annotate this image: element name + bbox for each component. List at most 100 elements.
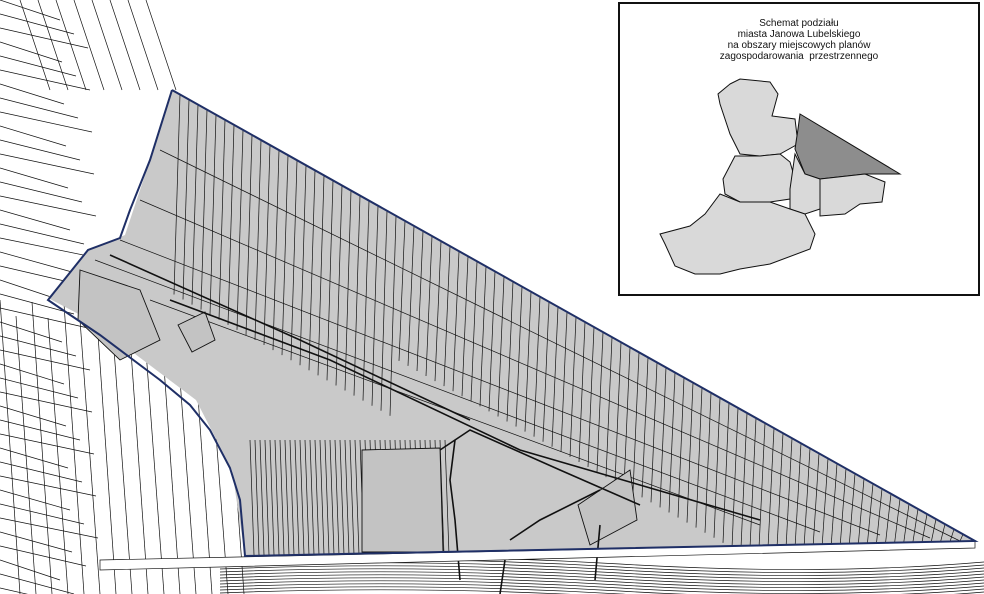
outside-parcel-line (0, 139, 81, 161)
parcel-cut-line (344, 190, 352, 391)
outside-parcel-line (0, 237, 99, 259)
parcel-cut-line (740, 412, 748, 549)
outside-parcel-line (0, 433, 95, 455)
parcel-cut-line (227, 124, 235, 325)
residential-parcel-line (329, 439, 335, 556)
residential-parcel-line (319, 439, 325, 556)
parcel-cut-line (596, 332, 604, 473)
parcel-cut-line (182, 99, 190, 300)
outside-parcel-line (0, 447, 69, 469)
parcel-cut-line (263, 145, 271, 346)
residential-parcel-line (354, 439, 360, 556)
contour-line (219, 583, 984, 594)
parcel-cut-line (515, 286, 523, 427)
parcel-cut-line (236, 129, 244, 330)
parcel-band-line (94, 259, 821, 533)
parcel-cut-line (785, 438, 793, 549)
parcel-cut-line (767, 428, 775, 549)
outside-parcel-line (19, 0, 51, 91)
parcel-cut-line (254, 139, 262, 340)
residential-parcel-line (294, 439, 300, 556)
parcel-cut-line (578, 321, 586, 462)
parcel-cut-line (398, 220, 406, 361)
parcel-cut-line (695, 387, 703, 528)
outside-parcel-line (127, 307, 149, 594)
outside-parcel-line (0, 475, 97, 497)
parcel-cut-line (335, 185, 343, 386)
district-southwest (659, 193, 816, 275)
inset-title-line-4: zagospodarowania przestrzennego (719, 51, 879, 62)
parcel-cut-line (380, 210, 388, 411)
parcel-cut-line (713, 397, 721, 538)
district-highlight (794, 113, 902, 180)
parcel-cut-line (533, 296, 541, 437)
parcel-cut-line (434, 241, 442, 382)
parcel-cut-line (569, 316, 577, 457)
parcel-cut-line (722, 402, 730, 543)
parcel-cut-line (839, 468, 847, 549)
outside-parcel-line (31, 301, 53, 594)
outside-parcel-line (111, 321, 133, 594)
residential-parcel-line (264, 439, 270, 556)
outside-parcel-line (0, 69, 91, 91)
outside-parcel-line (91, 0, 123, 91)
outside-parcel-line (0, 97, 79, 119)
residential-parcel-line (274, 439, 280, 556)
parcel-cut-line (371, 205, 379, 406)
parcel-cut-line (191, 104, 199, 305)
parcel-cut-line (407, 225, 415, 366)
parcel-cut-line (623, 347, 631, 488)
parcel-cut-line (326, 180, 334, 381)
outside-parcel-line (0, 419, 81, 441)
outside-parcel-line (0, 363, 65, 385)
parcel-cut-line (632, 352, 640, 493)
parcel-cut-line (299, 165, 307, 366)
inset-title-line-3: na obszary miejscowych planów (727, 40, 871, 51)
parcel-cut-line (587, 326, 595, 468)
parcel-cut-line (641, 357, 649, 498)
parcel-cut-line (731, 407, 739, 548)
parcel-cut-line (857, 478, 865, 549)
outside-parcel-line (55, 0, 87, 91)
parcel-cut-line (551, 306, 559, 447)
residential-parcel-line (269, 439, 275, 556)
inset-title-line-2: miasta Janowa Lubelskiego (737, 29, 861, 40)
parcel-cut-line (470, 261, 478, 402)
parcel-cut-line (488, 271, 496, 412)
outside-parcel-line (0, 573, 75, 594)
parcel-cut-line (812, 453, 820, 549)
residential-parcel-line (284, 439, 290, 556)
outside-parcel-line (0, 181, 83, 203)
outside-parcel-line (0, 321, 63, 343)
outside-parcel-line (145, 0, 177, 91)
outside-parcel-line (95, 305, 117, 594)
parcel-cut-line (317, 175, 325, 376)
parcel-cut-line (830, 463, 838, 549)
parcel-cut-line (821, 458, 829, 549)
outside-parcel-line (0, 587, 28, 594)
contour-line (219, 574, 984, 588)
district-east (819, 173, 886, 217)
residential-parcel-line (304, 439, 310, 556)
parcel-cut-line (659, 367, 667, 508)
parcel-cut-line (362, 200, 370, 401)
parcel-cut-line (866, 483, 874, 549)
outside-parcel-line (0, 83, 65, 105)
parcel-cut-line (281, 155, 289, 356)
outside-parcel-line (0, 517, 99, 539)
parcel-cut-line (245, 134, 253, 335)
outside-parcel-line (73, 0, 105, 91)
residential-parcel-line (249, 439, 255, 556)
outside-parcel-line (0, 13, 75, 35)
residential-parcel-line (324, 439, 330, 556)
contour-line (219, 571, 984, 585)
parcel-cut-line (200, 109, 208, 310)
residential-parcel-line (334, 439, 340, 556)
residential-parcel-line (339, 439, 345, 556)
outside-parcel-line (0, 503, 85, 525)
parcel-cut-line (704, 392, 712, 533)
parcel-cut-line (290, 160, 298, 361)
large-lots (77, 269, 638, 553)
parcel-cut-line (749, 417, 757, 549)
